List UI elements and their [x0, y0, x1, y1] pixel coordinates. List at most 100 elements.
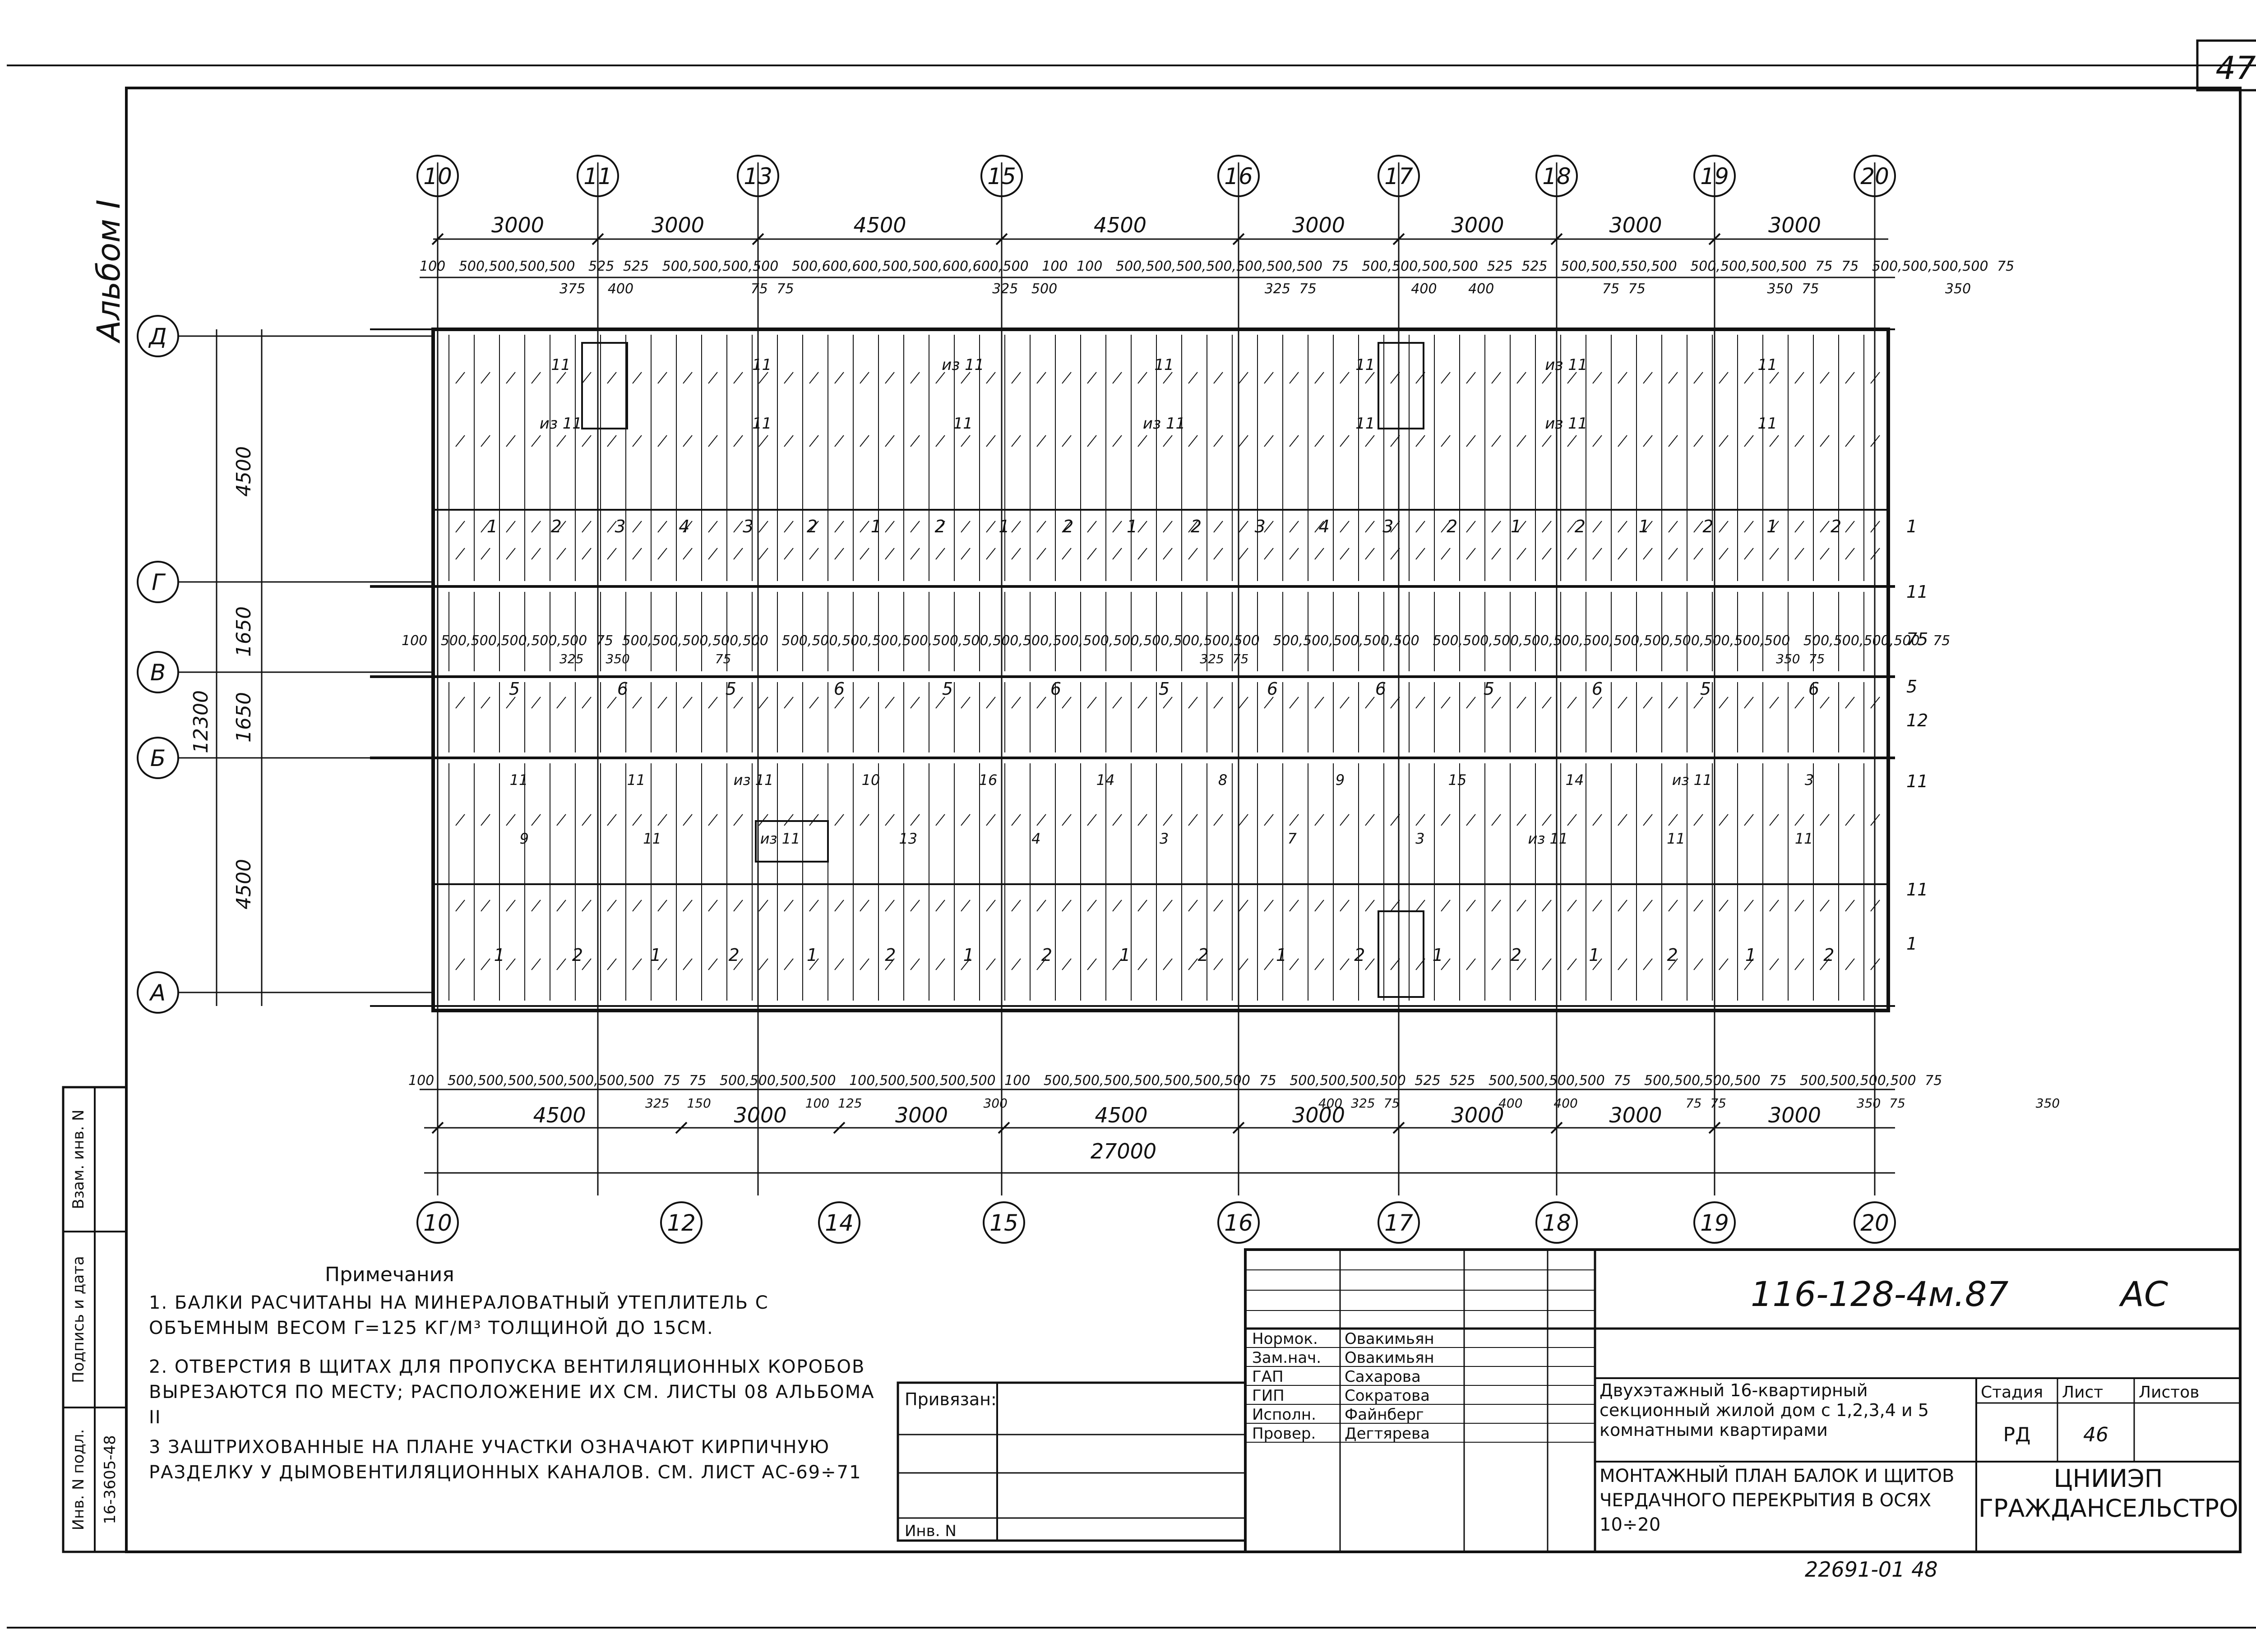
beam-tick: [860, 697, 869, 709]
beam-tick: [531, 814, 541, 826]
beam-tick: [1087, 372, 1097, 384]
dims-top-detail: 100 500,500,500,500 525 525 500,500,500,…: [420, 258, 2014, 274]
beam-tick: [986, 435, 996, 447]
dim-left-3: 1650: [232, 692, 255, 743]
beam-tick: [683, 521, 693, 533]
beam-tick: [1365, 372, 1375, 384]
beam-tick: [1036, 814, 1046, 826]
beam-tick: [1668, 372, 1678, 384]
axis-label: 17: [1384, 163, 1413, 189]
beam-tick: [582, 548, 592, 560]
beam-tick: [1567, 435, 1577, 447]
mark-label: 11: [1355, 415, 1375, 433]
axis-bubble: [1535, 155, 1578, 197]
mark-label: 1: [871, 517, 882, 536]
beam-tick: [1264, 958, 1274, 970]
axis-label: 18: [1542, 163, 1571, 189]
beam-tick: [708, 900, 718, 912]
beam-tick: [1643, 372, 1653, 384]
signature-role: ГАП: [1252, 1368, 1284, 1386]
project-title: Двухэтажный 16-квартирный секционный жил…: [1600, 1380, 1929, 1440]
beam-tick: [1643, 521, 1653, 533]
beam-tick: [481, 435, 490, 447]
beam-tick: [1719, 521, 1729, 533]
beam-tick: [455, 814, 465, 826]
beam-tick: [531, 900, 541, 912]
beam-tick: [1213, 958, 1223, 970]
axis-label: 17: [1384, 1210, 1413, 1236]
beam-tick: [506, 958, 516, 970]
axis-label: 11: [583, 163, 612, 189]
beam-tick: [1769, 372, 1779, 384]
beam-tick: [1390, 372, 1400, 384]
beam-tick: [1415, 814, 1425, 826]
beam-tick: [683, 372, 693, 384]
mark-label: 10: [862, 771, 880, 789]
beam-tick: [1390, 697, 1400, 709]
beam-tick: [1643, 958, 1653, 970]
beam-tick: [733, 814, 743, 826]
beam-tick: [885, 521, 895, 533]
beam-tick: [758, 958, 768, 970]
beam-tick: [683, 958, 693, 970]
beam-tick: [1062, 900, 1072, 912]
axis-bubble: [1217, 1201, 1260, 1244]
beam-tick: [1516, 697, 1526, 709]
beam-tick: [1769, 900, 1779, 912]
mark-label: 3: [1160, 830, 1169, 847]
beam-tick: [961, 900, 971, 912]
mark-label: 1: [1745, 945, 1756, 965]
beam-tick: [1340, 814, 1350, 826]
beam-tick: [784, 548, 794, 560]
beam-tick: [1011, 372, 1021, 384]
beam-tick: [556, 521, 566, 533]
beam-tick: [1011, 521, 1021, 533]
beam-tick: [1112, 697, 1122, 709]
beam-tick: [657, 697, 667, 709]
beam-tick: [582, 900, 592, 912]
beam-tick: [1592, 521, 1602, 533]
mark-label: 2: [1511, 945, 1521, 965]
beam-tick: [885, 548, 895, 560]
beam-tick: [1213, 900, 1223, 912]
beam-tick: [1011, 900, 1021, 912]
beam-tick: [1466, 900, 1476, 912]
axis-label: 20: [1860, 163, 1889, 189]
beam-tick: [935, 697, 945, 709]
beam-tick: [683, 900, 693, 912]
beam-tick: [1314, 521, 1324, 533]
beam-tick: [1213, 548, 1223, 560]
beam-tick: [1744, 435, 1754, 447]
title-block: [1244, 1248, 2242, 1553]
signature-name: Сахарова: [1345, 1368, 1421, 1386]
mark-label: 6: [1375, 679, 1386, 699]
beam-tick: [683, 548, 693, 560]
mark-label: 2: [1354, 945, 1365, 965]
beam-tick: [758, 521, 768, 533]
beam-tick: [1239, 958, 1248, 970]
notes-title: Примечания: [325, 1263, 454, 1286]
beam-tick: [1820, 958, 1830, 970]
beam-tick: [1365, 521, 1375, 533]
beam-tick: [1719, 435, 1729, 447]
beam-tick: [1870, 814, 1880, 826]
beam-tick: [1870, 435, 1880, 447]
beam-tick: [607, 435, 617, 447]
beam-tick: [784, 697, 794, 709]
organization: ЦНИИЭП Граждансельстрой: [1979, 1464, 2238, 1523]
right-mark: 1: [1906, 517, 1917, 536]
notes-body: 1. Балки расчитаны на минераловатный уте…: [149, 1292, 874, 1483]
dims-top-sub: 375 400 75 75 325 500 325 75 400 400 75 …: [559, 281, 1971, 297]
project-title-text: Двухэтажный 16-квартирный секционный жил…: [1600, 1380, 1929, 1440]
beam-tick: [961, 697, 971, 709]
beam-tick: [1769, 548, 1779, 560]
beam-tick: [582, 435, 592, 447]
beam-tick: [809, 548, 819, 560]
beam-tick: [1062, 697, 1072, 709]
beam-tick: [1390, 435, 1400, 447]
signature-role: Нормок.: [1252, 1330, 1318, 1348]
beam-tick: [1719, 372, 1729, 384]
beam-tick: [657, 435, 667, 447]
